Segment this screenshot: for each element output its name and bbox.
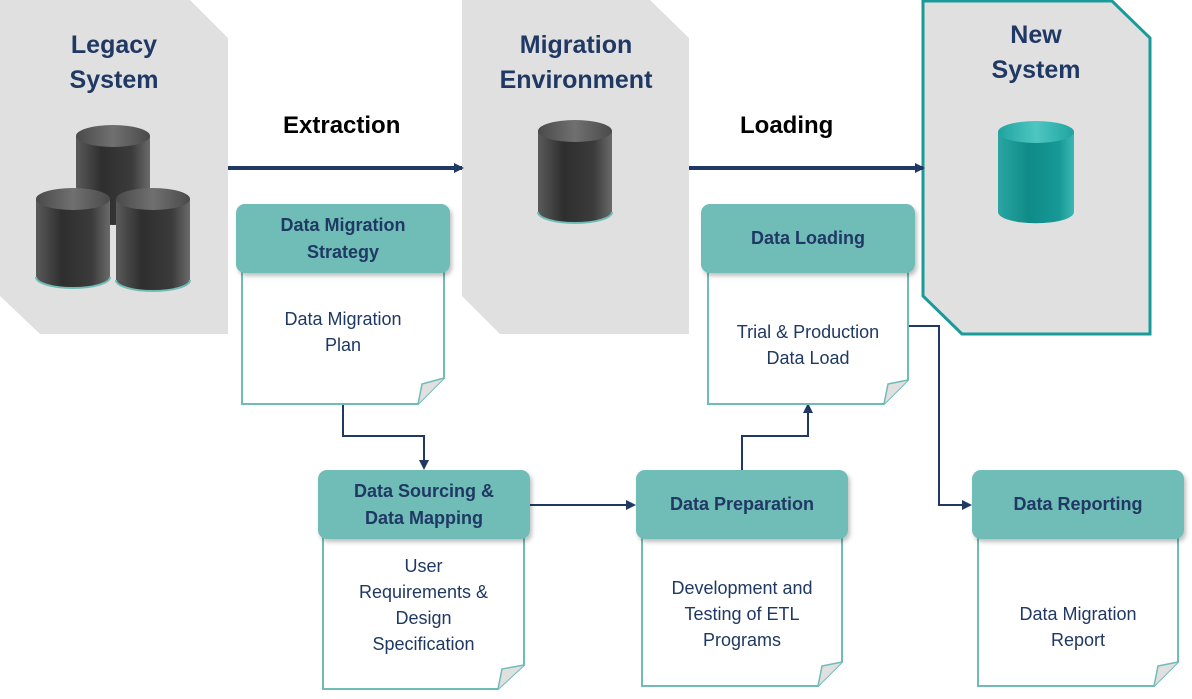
strategy-header-line1: Data Migration	[280, 214, 406, 235]
strategy-body-line1: Data Migration	[284, 309, 402, 329]
sourcing-header: Data Sourcing & Data Mapping	[318, 470, 530, 539]
connector-preparation-to-loading	[741, 403, 813, 470]
preparation-header: Data Preparation	[669, 494, 815, 514]
strategy-document	[241, 269, 445, 405]
extraction-label: Extraction	[283, 112, 401, 139]
preparation-body-line1: Development and	[671, 578, 813, 598]
reporting-body-line2: Report	[1050, 630, 1106, 650]
sourcing-document	[322, 535, 525, 690]
sourcing-body-line3: Design	[395, 608, 452, 628]
loading-header: Data Loading	[750, 228, 865, 248]
sourcing-header-line2: Data Mapping	[364, 507, 483, 528]
loading-label: Loading	[740, 112, 834, 139]
reporting-body: Data Migration Report	[978, 601, 1178, 661]
database-icon	[115, 188, 191, 292]
migration-environment-title: Migration Environment	[466, 28, 686, 98]
preparation-body-line2: Testing of ETL	[684, 604, 800, 624]
loading-body-line2: Data Load	[766, 348, 850, 368]
migration-title-line1: Migration	[519, 31, 633, 59]
sourcing-body-line2: Requirements &	[358, 582, 489, 602]
loading-body: Trial & Production Data Load	[708, 319, 908, 379]
connector-loading-to-reporting	[908, 325, 972, 510]
preparation-body: Development and Testing of ETL Programs	[642, 575, 842, 659]
new-title-line2: System	[991, 56, 1081, 84]
sourcing-body: User Requirements & Design Specification	[323, 553, 524, 663]
connector-strategy-to-sourcing	[342, 404, 429, 470]
database-icon	[537, 120, 613, 224]
loading-body-line1: Trial & Production	[736, 322, 880, 342]
sourcing-header-line1: Data Sourcing &	[353, 480, 495, 501]
legacy-system-title: Legacy System	[14, 28, 214, 98]
strategy-body: Data Migration Plan	[242, 306, 444, 384]
sourcing-body-line4: Specification	[372, 634, 475, 654]
new-title-line1: New	[1010, 21, 1062, 49]
preparation-header-box	[636, 470, 848, 539]
legacy-title-line2: System	[69, 66, 159, 94]
preparation-body-line3: Programs	[702, 630, 782, 650]
new-system-title: New System	[936, 18, 1136, 88]
sourcing-header-box	[318, 470, 530, 539]
sourcing-body-line1: User	[404, 556, 443, 576]
strategy-header: Data Migration Strategy	[236, 204, 450, 273]
strategy-header-line2: Strategy	[306, 241, 380, 262]
strategy-body-line2: Plan	[324, 335, 362, 355]
strategy-header-box	[236, 204, 450, 273]
legacy-title-line1: Legacy	[70, 31, 158, 59]
migration-title-line2: Environment	[499, 66, 653, 94]
reporting-header: Data Reporting	[1013, 494, 1143, 514]
database-icon	[35, 188, 111, 289]
database-icon	[998, 121, 1074, 224]
reporting-header-box	[972, 470, 1184, 539]
reporting-body-line1: Data Migration	[1019, 604, 1137, 624]
loading-header-box	[701, 204, 915, 273]
reporting-document	[977, 535, 1179, 687]
